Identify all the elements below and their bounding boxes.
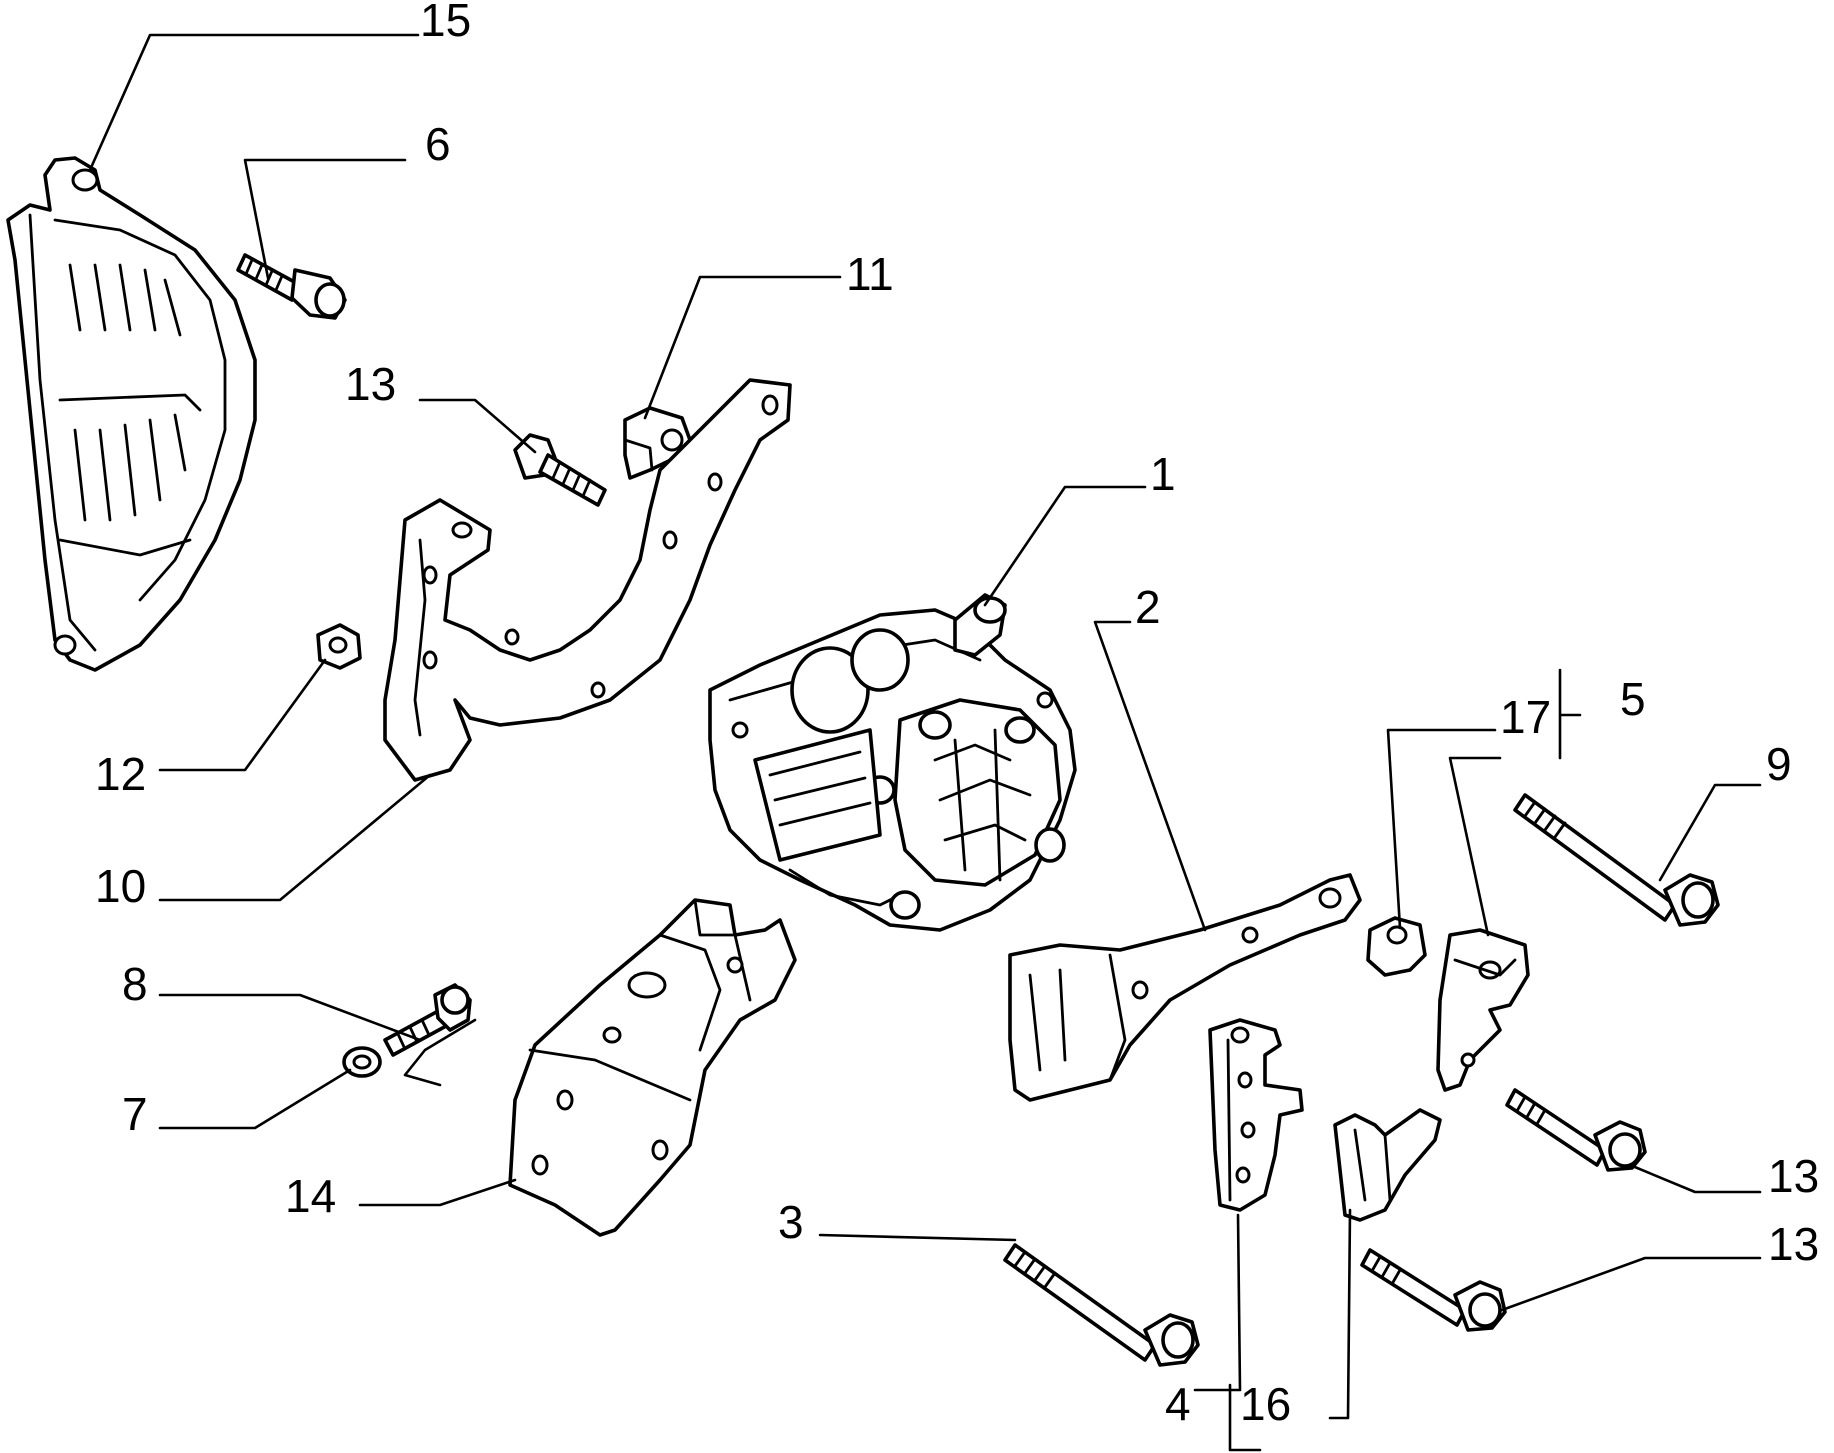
label-12: 12 (95, 748, 146, 800)
label-2: 2 (1135, 581, 1161, 633)
part-12-nut (316, 623, 362, 670)
label-17: 17 (1500, 691, 1551, 743)
label-13-top: 13 (345, 358, 396, 410)
label-3: 3 (778, 1196, 804, 1248)
part-9-bolt (1513, 793, 1720, 927)
label-13-low: 13 (1768, 1218, 1819, 1270)
part-17-nut (1366, 916, 1427, 977)
label-10: 10 (95, 860, 146, 912)
label-16: 16 (1240, 1378, 1291, 1430)
label-5: 5 (1620, 673, 1646, 725)
part-6-bolt (236, 253, 347, 320)
part-8-bolt (383, 983, 472, 1057)
part-2-bracket (1008, 873, 1362, 1102)
label-1: 1 (1150, 448, 1176, 500)
label-14: 14 (285, 1170, 336, 1222)
part-3-bolt (1003, 1243, 1200, 1367)
part-7-washer (342, 1046, 382, 1078)
label-15: 15 (420, 0, 471, 46)
part-5-bracket (1436, 928, 1530, 1092)
part-10-bracket (383, 378, 792, 782)
part-13-bolt-top (513, 433, 607, 507)
label-13-mid: 13 (1768, 1150, 1819, 1202)
label-7: 7 (122, 1088, 148, 1140)
part-14-bracket (508, 898, 797, 1237)
label-8: 8 (122, 958, 148, 1010)
part-13-bolt-middle (1505, 1088, 1647, 1172)
label-6: 6 (425, 118, 451, 170)
label-9: 9 (1766, 738, 1792, 790)
part-16-clip (1333, 1108, 1442, 1222)
part-4-bracket (1208, 1018, 1304, 1212)
leader-lines (88, 33, 1762, 1452)
label-4: 4 (1165, 1378, 1191, 1430)
part-15-belt-guard (6, 156, 257, 672)
part-13-bolt-lower (1360, 1248, 1507, 1332)
part-1-pump (708, 593, 1077, 932)
callout-labels: 15 6 11 13 1 2 17 5 9 12 10 8 7 14 3 13 … (95, 0, 1819, 1430)
label-11: 11 (846, 248, 894, 300)
